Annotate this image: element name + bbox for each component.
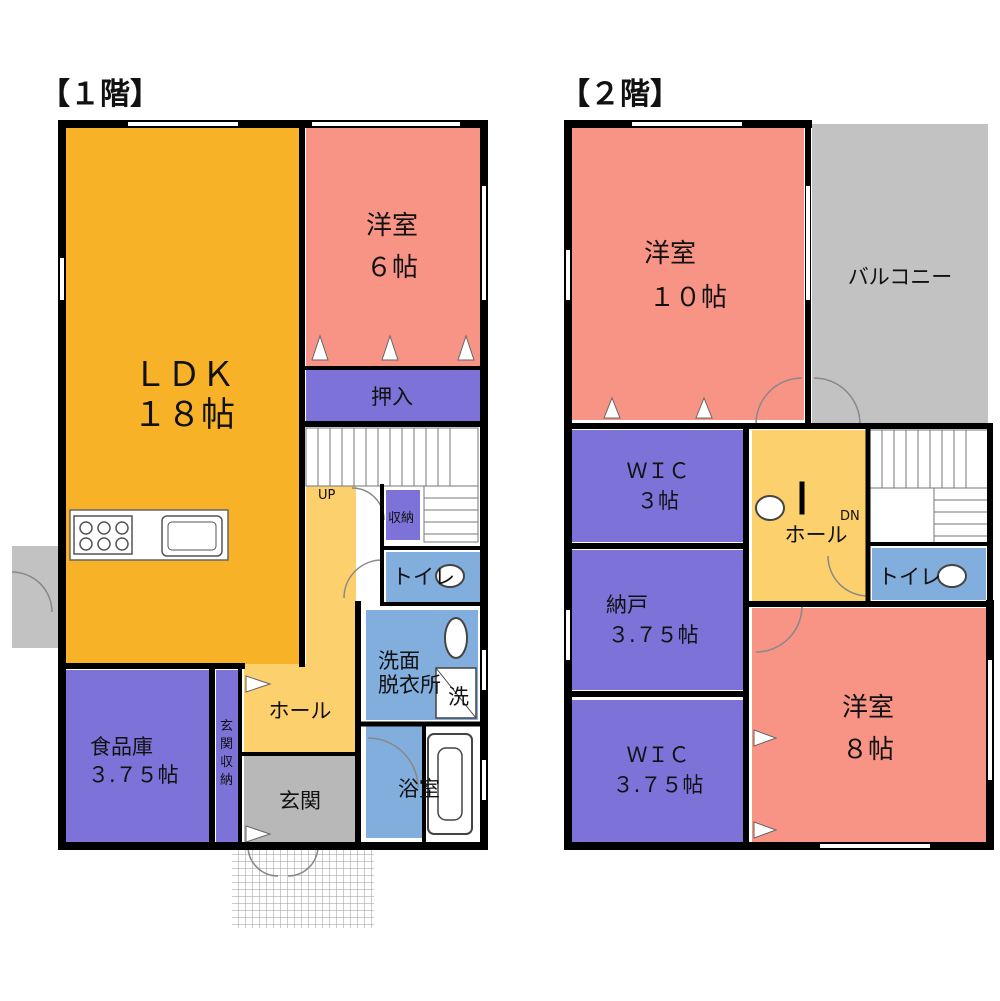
genkan-shuno-3: 収 — [220, 755, 233, 770]
pantry-label: 食品庫 — [90, 735, 153, 759]
genkan-room — [244, 756, 356, 842]
toilet2f-label: トイレ — [878, 565, 941, 589]
washbasin-icon — [755, 495, 785, 521]
senmen-label: 洗面 — [378, 649, 420, 673]
ldk-room — [66, 128, 302, 664]
genkan-label: 玄関 — [279, 789, 321, 813]
bathtub-inner-icon — [437, 747, 463, 821]
nando-room — [572, 550, 744, 690]
hall2f-label: ホール — [785, 523, 848, 547]
dn-label: DN — [840, 509, 860, 524]
balcony-label: バルコニー — [848, 265, 953, 289]
genkan-storage — [216, 670, 238, 842]
oshiire-label: 押入 — [371, 385, 413, 409]
pantry-size: ３.７５帖 — [88, 763, 179, 787]
datsuijo-label: 脱衣所 — [378, 673, 441, 697]
stove-icon — [73, 515, 133, 555]
western8-label: 洋室 — [842, 693, 894, 723]
western-room-6 — [306, 128, 480, 366]
hall-1f-lower — [244, 664, 356, 752]
toilet-bowl-icon — [435, 564, 465, 588]
oshiire-closet — [306, 370, 480, 424]
stairs-1f — [305, 427, 479, 543]
toilet-bowl-icon — [937, 564, 967, 588]
wic-3 — [572, 430, 744, 542]
toilet-2f — [872, 548, 986, 600]
western6-size: ６帖 — [366, 253, 418, 283]
sink-icon — [161, 515, 223, 557]
porch-tiles — [232, 846, 374, 928]
nando-size: ３.７５帖 — [608, 623, 699, 647]
wic375-label: ＷＩＣ — [627, 743, 690, 767]
side-step — [12, 546, 62, 648]
western6-label: 洋室 — [366, 211, 418, 241]
storage-small-1f — [386, 490, 420, 540]
wic-375 — [572, 700, 744, 842]
bath-label: 浴室 — [398, 777, 440, 801]
nando-label: 納戸 — [606, 593, 648, 617]
pantry-room — [66, 670, 210, 842]
western10-size: １０帖 — [649, 283, 727, 313]
western-room-8 — [752, 608, 986, 842]
genkan-shuno-4: 納 — [220, 773, 233, 788]
door-arc — [351, 487, 385, 521]
toilet1f-label: トイレ — [392, 565, 455, 589]
floor1-title: 【１階】 — [40, 77, 160, 112]
stairs-2f — [869, 429, 989, 545]
floor2-title: 【２階】 — [560, 77, 680, 112]
walls-1f — [58, 120, 488, 850]
western-room-10 — [572, 128, 804, 420]
ldk-label: ＬＤＫ — [133, 355, 235, 395]
wic375-size: ３.７５帖 — [613, 773, 704, 797]
bathtub-icon — [427, 733, 473, 835]
western8-size: ８帖 — [842, 735, 894, 765]
ldk-size: １８帖 — [133, 395, 235, 435]
shuno-label: 収納 — [388, 511, 414, 526]
genkan-shuno-1: 玄 — [220, 719, 233, 734]
hall1f-label: ホール — [269, 699, 332, 723]
wic3-size: ３帖 — [637, 489, 679, 513]
genkan-shuno-2: 関 — [220, 737, 233, 752]
western10-label: 洋室 — [644, 239, 696, 269]
washbasin-icon — [444, 617, 468, 659]
wic3-label: ＷＩＣ — [627, 459, 690, 483]
sen-label: 洗 — [448, 685, 469, 709]
up-label: UP — [318, 488, 336, 503]
balcony — [812, 124, 988, 424]
